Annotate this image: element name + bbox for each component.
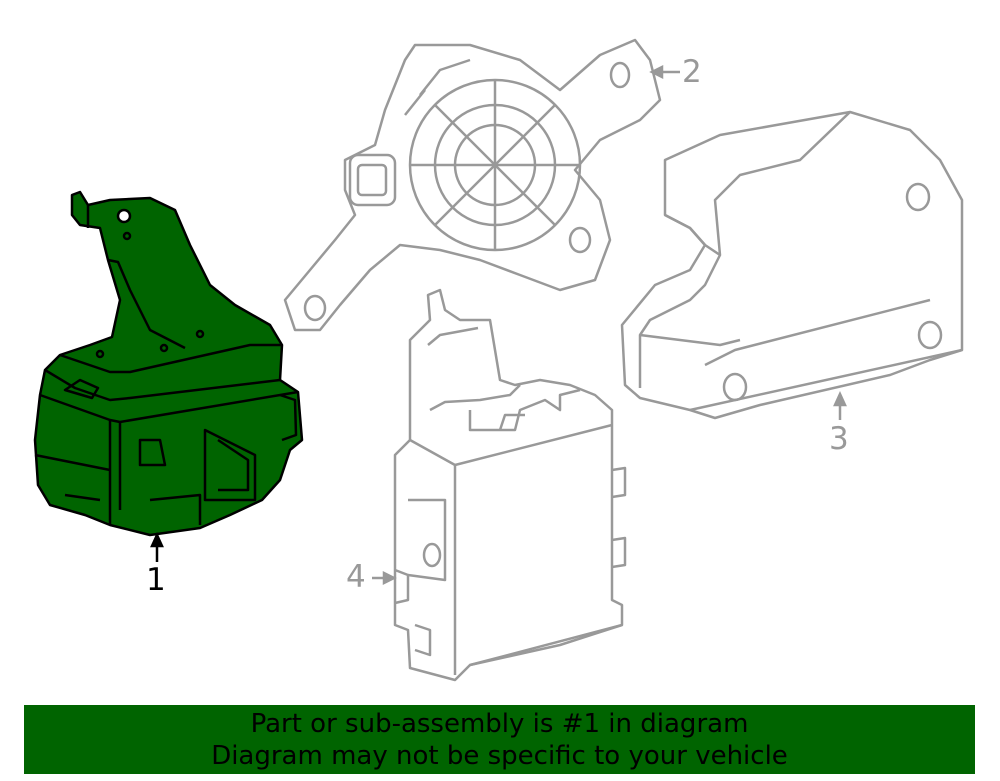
callout-1-arrow bbox=[150, 531, 164, 562]
banner-line-1: Part or sub-assembly is #1 in diagram bbox=[250, 708, 749, 739]
part-4-control-unit bbox=[393, 288, 627, 682]
info-banner: Part or sub-assembly is #1 in diagram Di… bbox=[24, 705, 975, 774]
callout-number-2: 2 bbox=[682, 54, 702, 90]
part-2-module bbox=[283, 38, 662, 332]
callout-number-3: 3 bbox=[829, 421, 849, 457]
callout-number-1: 1 bbox=[146, 562, 166, 598]
callout-2-arrow bbox=[649, 64, 680, 80]
part-3-bracket bbox=[620, 110, 964, 420]
callout-number-4: 4 bbox=[346, 559, 366, 595]
part-1-highlighted-assembly bbox=[33, 190, 304, 537]
banner-line-2: Diagram may not be specific to your vehi… bbox=[211, 740, 788, 771]
parts-diagram bbox=[33, 38, 964, 682]
callout-4-arrow bbox=[372, 570, 397, 586]
callout-3-arrow bbox=[833, 390, 847, 420]
